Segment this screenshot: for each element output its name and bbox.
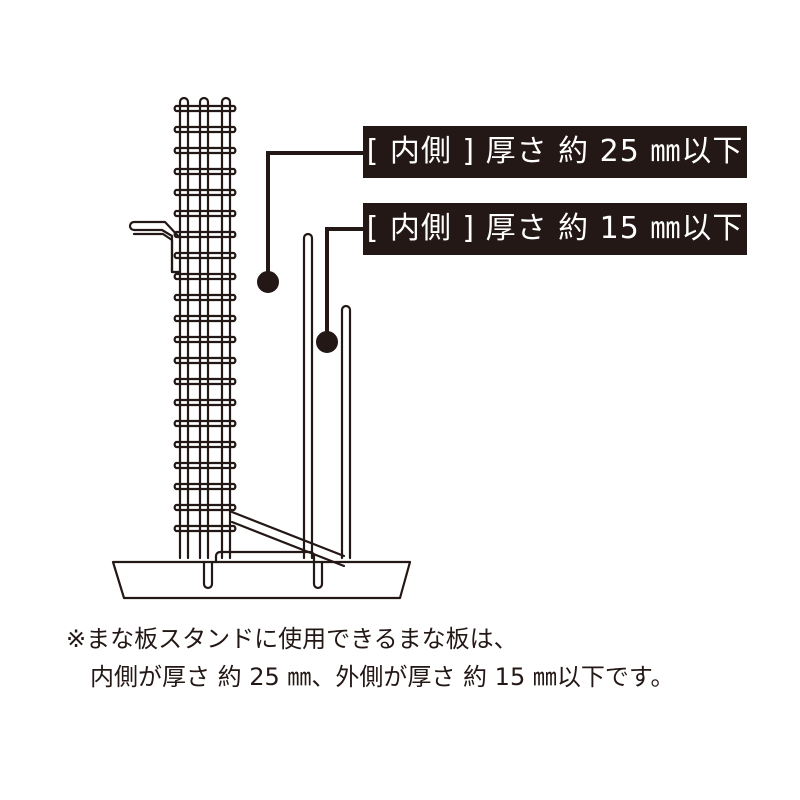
front-frame-short (340, 304, 352, 560)
diagonal-brace (230, 510, 346, 568)
front-frame-tall (302, 232, 314, 560)
callout-label-inner-15: [ 内側 ] 厚さ 約 15 ㎜以下 (363, 203, 747, 255)
leader-inner-15 (325, 227, 363, 342)
hook (128, 220, 182, 274)
base-tray (111, 560, 412, 600)
callout-label-inner-25: [ 内側 ] 厚さ 約 25 ㎜以下 (363, 126, 747, 178)
wire-rack (173, 96, 237, 560)
note-line-2: 内側が厚さ 約 25 ㎜、外側が厚さ 約 15 ㎜以下です。 (90, 663, 675, 691)
leader-inner-25 (266, 151, 363, 282)
note-line-1: ※まな板スタンドに使用できるまな板は、 (66, 625, 518, 653)
